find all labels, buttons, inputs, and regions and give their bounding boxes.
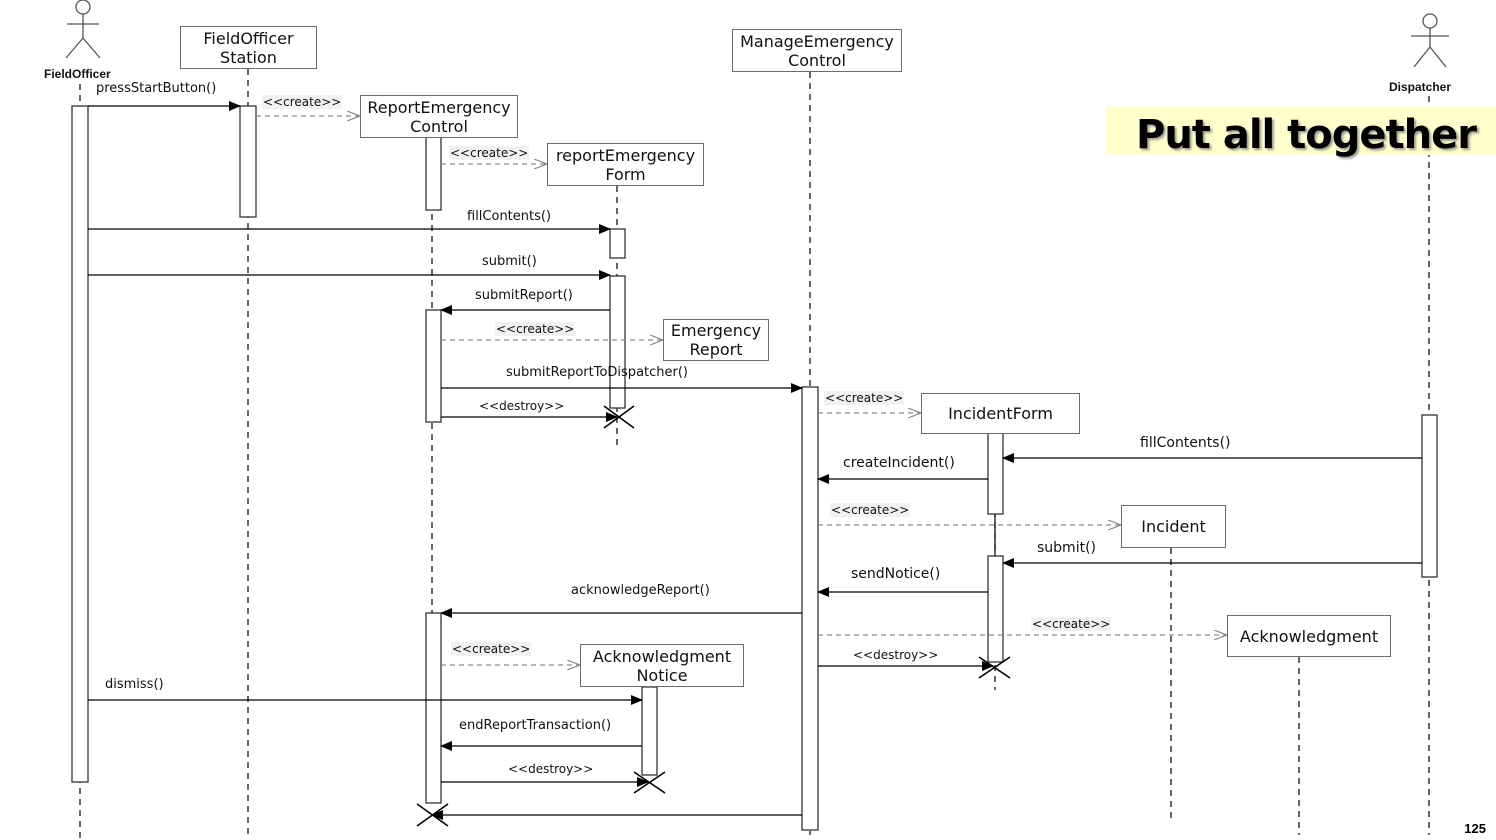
activation-form-2 xyxy=(609,275,626,409)
destroy-x-incident-form-icon xyxy=(978,656,1011,679)
activation-report-control-2 xyxy=(425,309,442,423)
report-emergency-form-box: reportEmergency Form xyxy=(547,143,704,186)
page-number: 125 xyxy=(1464,821,1486,836)
destroy-x-ack-notice-icon xyxy=(633,771,666,794)
activation-manage-control xyxy=(801,386,819,831)
field-officer-station-name: FieldOfficer Station xyxy=(203,28,294,67)
incident-form-name: IncidentForm xyxy=(948,404,1053,423)
msg-acknowledge-report: acknowledgeReport() xyxy=(571,583,710,598)
stereotype-destroy-incident-form: <<destroy>> xyxy=(853,648,939,662)
report-emergency-form-name: reportEmergency Form xyxy=(555,145,696,184)
activation-ack-notice xyxy=(641,686,658,776)
stereotype-create-incident-form: <<create>> xyxy=(824,391,905,405)
field-officer-station-box: FieldOfficer Station xyxy=(180,26,317,69)
field-officer-label: FieldOfficer xyxy=(44,67,111,81)
activation-incident-form-1 xyxy=(987,432,1004,515)
activation-report-control-1 xyxy=(425,136,442,211)
activation-incident-form-2 xyxy=(987,555,1004,663)
title-banner: Put all together xyxy=(1106,107,1496,158)
msg-press-start-button: pressStartButton() xyxy=(96,81,217,96)
stereotype-create-acknowledgment: <<create>> xyxy=(1031,617,1112,631)
msg-submit-report-to-dispatcher: submitReportToDispatcher() xyxy=(506,365,688,380)
acknowledgment-box: Acknowledgment xyxy=(1227,615,1391,657)
dispatcher-label: Dispatcher xyxy=(1389,80,1452,94)
msg-submit-report: submitReport() xyxy=(475,288,573,303)
stereotype-create-report-form: <<create>> xyxy=(449,146,530,160)
msg-send-notice: sendNotice() xyxy=(851,566,941,582)
report-emergency-control-box: ReportEmergency Control xyxy=(360,95,518,138)
acknowledgment-notice-name: Acknowledgment Notice xyxy=(592,646,732,685)
emergency-report-box: Emergency Report xyxy=(663,319,769,361)
msg-create-incident: createIncident() xyxy=(843,455,955,471)
incident-name: Incident xyxy=(1141,517,1206,536)
msg-dismiss: dismiss() xyxy=(105,677,164,692)
msg-fill-contents-officer: fillContents() xyxy=(467,209,552,224)
acknowledgment-name: Acknowledgment xyxy=(1239,626,1379,646)
activation-field-officer xyxy=(71,105,89,783)
stereotype-create-emergency-report: <<create>> xyxy=(495,322,576,336)
slide-title: Put all together xyxy=(1136,112,1477,158)
stereotype-destroy-form: <<destroy>> xyxy=(479,399,565,413)
destroy-x-form-icon xyxy=(603,405,635,429)
msg-submit-dispatcher: submit() xyxy=(1037,540,1096,556)
manage-emergency-control-box: ManageEmergency Control xyxy=(732,29,902,72)
stereotype-create-report-control: <<create>> xyxy=(262,95,343,109)
report-emergency-control-name: ReportEmergency Control xyxy=(367,97,511,136)
stereotype-create-ack-notice: <<create>> xyxy=(451,642,532,656)
emergency-report-name: Emergency Report xyxy=(670,321,762,359)
msg-fill-contents-dispatcher: fillContents() xyxy=(1140,435,1231,451)
activation-report-control-3 xyxy=(425,612,442,804)
field-officer-actor-icon xyxy=(65,0,101,59)
dispatcher-actor-icon xyxy=(1411,13,1449,68)
stereotype-destroy-ack-notice: <<destroy>> xyxy=(508,762,594,776)
activation-form-1 xyxy=(609,228,626,259)
incident-form-box: IncidentForm xyxy=(921,393,1080,434)
manage-emergency-control-name: ManageEmergency Control xyxy=(740,31,894,70)
msg-end-report-transaction: endReportTransaction() xyxy=(459,718,612,733)
msg-submit-officer: submit() xyxy=(482,254,537,269)
activation-dispatcher xyxy=(1421,414,1438,578)
acknowledgment-notice-box: Acknowledgment Notice xyxy=(580,644,744,687)
destroy-x-report-control-icon xyxy=(416,803,449,827)
incident-box: Incident xyxy=(1121,505,1226,548)
activation-field-officer-station xyxy=(239,105,257,218)
stereotype-create-incident: <<create>> xyxy=(830,503,911,517)
